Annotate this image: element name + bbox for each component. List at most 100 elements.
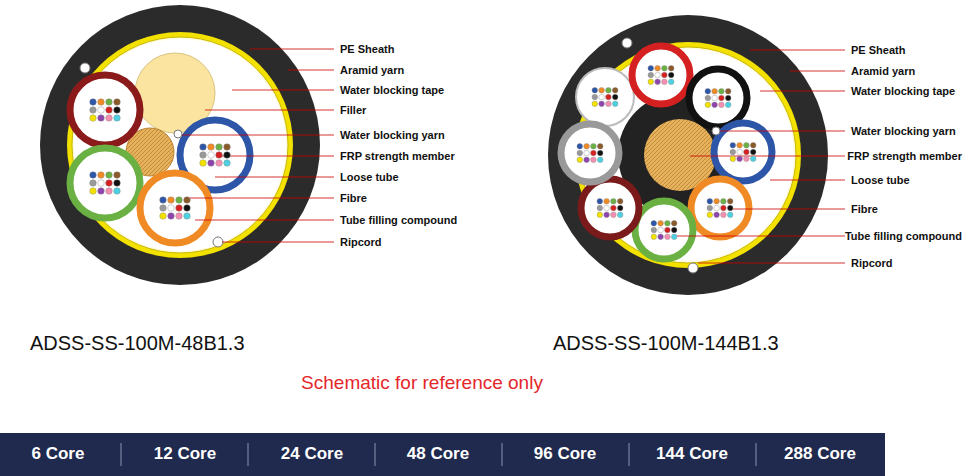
fibre-dot [591,143,597,149]
part-label: Loose tube [340,171,399,184]
part-label: Loose tube [851,174,910,187]
fibre-dot [655,65,661,71]
fibre-dot [730,149,736,155]
fibre-dot [597,205,603,211]
fibre-dot [658,227,664,233]
fibre-dot [224,160,231,167]
fibre-dot [599,101,605,107]
part-label: Fibre [851,203,878,216]
fibre-dot [216,144,223,151]
fibre-dot [114,107,121,114]
fibre-dot [106,107,113,114]
fibre-dot [597,212,603,218]
core-count-cell: 6 Core [0,444,122,464]
fibre-dot [707,198,713,204]
fibre-dot [727,212,733,218]
fibre-dot [737,142,743,148]
fibre-dot [597,198,603,204]
fibre-dot [168,197,175,204]
fibre-dot [668,65,674,71]
fibre-dot [721,205,727,211]
fibre-dot [184,197,191,204]
fibre-dot [719,102,725,108]
fibre-dot [597,143,603,149]
core-count-cell: 12 Core [122,444,249,464]
core-count-cell: 24 Core [249,444,376,464]
fibre-dot [721,198,727,204]
fibre-dot [577,157,583,163]
fibre-dot [617,205,623,211]
fibre-dot [668,79,674,85]
fibre-dot [737,156,743,162]
part-label: Tube filling compound [845,230,962,243]
fibre-dot [106,99,113,106]
part-label: PE Sheath [340,43,394,56]
fibre-dot [184,213,191,220]
fibre-dot [592,87,598,93]
fibre-dot [714,198,720,204]
fibre-dot [90,107,97,114]
fibre-dot [671,234,677,240]
fibre-dot [98,172,105,179]
part-label: Water blocking tape [851,85,955,98]
fibre-dot [750,142,756,148]
fibre-dot [176,205,183,212]
fibre-dot [665,220,671,226]
fibre-dot [606,94,612,100]
fibre-dot [662,65,668,71]
fibre-dot [577,150,583,156]
fibre-dot [584,157,590,163]
fibre-dot [665,234,671,240]
fibre-dot [648,65,654,71]
fibre-dot [114,115,121,122]
fibre-dot [577,143,583,149]
core-count-cell: 96 Core [502,444,629,464]
core-count-cell: 288 Core [757,444,884,464]
fibre-dot [719,88,725,94]
fibre-dot [208,144,215,151]
note-text: Schematic for reference only [301,372,543,394]
fibre-dot [200,152,207,159]
fibre-dot [604,198,610,204]
fibre-dot [90,172,97,179]
fibre-dot [648,79,654,85]
fibre-dot [648,72,654,78]
fibre-dot [611,198,617,204]
fibre-dot [208,160,215,167]
fibre-dot [668,72,674,78]
fibre-dot [651,227,657,233]
fibre-dot [160,205,167,212]
fibre-dot [114,172,121,179]
fibre-dot [612,101,618,107]
part-label: Fibre [340,192,367,205]
fibre-dot [671,220,677,226]
fibre-dot [727,205,733,211]
fibre-dot [655,79,661,85]
part-label: Tube filling compound [340,214,457,227]
part-label: FRP strength member [340,150,455,163]
fibre-dot [216,160,223,167]
fibre-dot [168,213,175,220]
fibre-dot [612,87,618,93]
fibre-dot [744,149,750,155]
fibre-dot [705,88,711,94]
fibre-dot [597,150,603,156]
fibre-dot [160,197,167,204]
core-count-cell: 144 Core [629,444,756,464]
fibre-dot [671,227,677,233]
fibre-dot [114,180,121,187]
fibre-dot [591,157,597,163]
fibre-dot [224,152,231,159]
fibre-dot [730,156,736,162]
fibre-dot [725,88,731,94]
fibre-dot [707,212,713,218]
fibre-dot [665,227,671,233]
model-name: ADSS-SS-100M-48B1.3 [30,331,245,355]
fibre-dot [651,220,657,226]
fibre-dot [662,79,668,85]
fibre-dot [216,152,223,159]
fibre-dot [617,198,623,204]
fibre-dot [90,115,97,122]
fibre-dot [597,157,603,163]
fibre-dot [606,101,612,107]
